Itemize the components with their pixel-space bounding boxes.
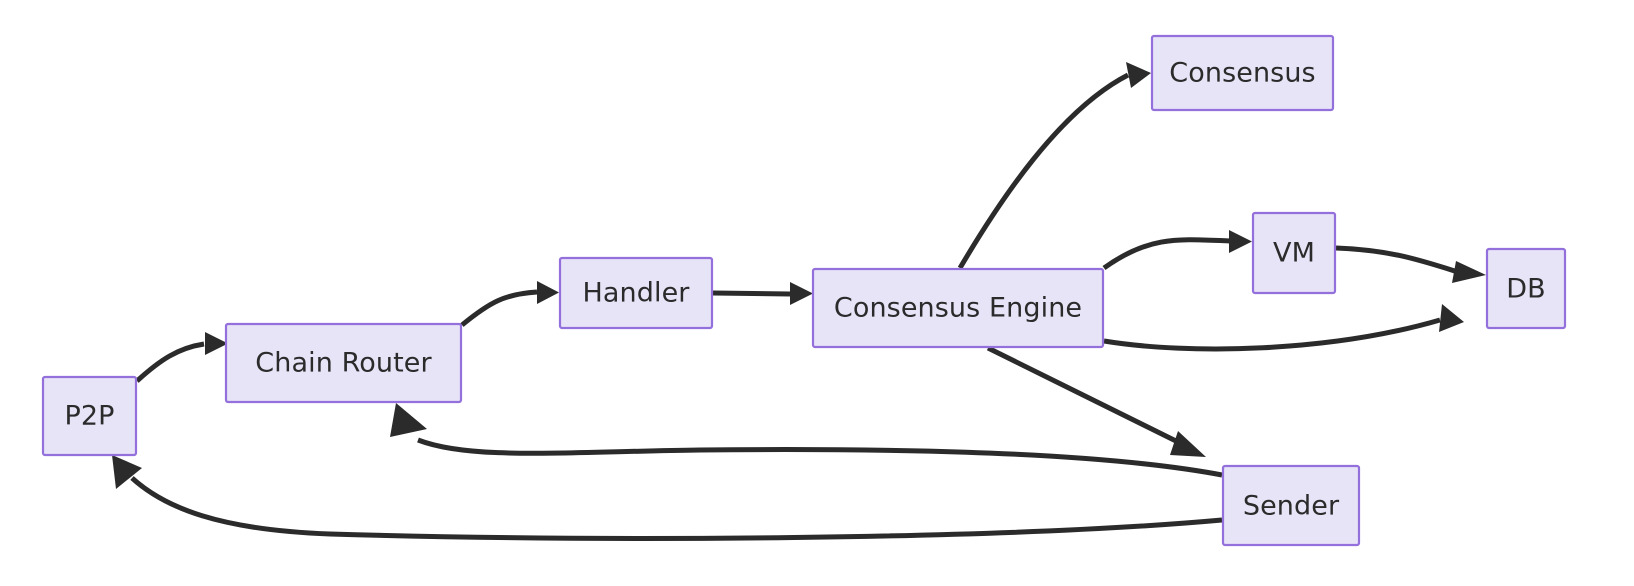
arrow-head [1229, 230, 1252, 253]
edge-path [712, 290, 791, 297]
edge-chain-router-to-handler [460, 281, 559, 327]
node-consensus-engine-box[interactable] [811, 267, 1105, 349]
node-db-box[interactable] [1485, 247, 1567, 330]
edge-path [130, 476, 1223, 541]
node-chain-router-label: Chain Router [255, 348, 432, 379]
edge-path [460, 289, 538, 327]
node-handler[interactable]: Handler [558, 256, 714, 330]
node-chain-router-box[interactable] [224, 322, 463, 404]
arrow-head [205, 332, 228, 355]
edge-path [1103, 317, 1441, 352]
arrow-head [1126, 62, 1151, 88]
edge-sender-to-chain-router [390, 403, 1223, 478]
node-consensus[interactable]: Consensus [1150, 34, 1335, 112]
node-consensus-box[interactable] [1150, 34, 1335, 112]
edge-consensus-engine-to-sender [986, 345, 1206, 457]
node-handler-label: Handler [582, 278, 690, 309]
node-vm-label: VM [1273, 238, 1315, 269]
node-sender-label: Sender [1243, 491, 1340, 522]
node-consensus-engine-label: Consensus Engine [834, 293, 1082, 324]
node-p2p[interactable]: P2P [41, 375, 138, 457]
node-sender[interactable]: Sender [1221, 464, 1361, 547]
edge-path [417, 437, 1223, 478]
edge-sender-to-p2p [112, 455, 1223, 541]
edge-layer [112, 62, 1486, 541]
arrow-head [537, 281, 559, 304]
edge-path [986, 345, 1182, 446]
edge-consensus-engine-to-db [1103, 304, 1464, 352]
edge-consensus-engine-to-vm [1102, 230, 1252, 271]
node-vm-box[interactable] [1251, 211, 1337, 295]
node-consensus-label: Consensus [1169, 58, 1315, 89]
arrow-head [1439, 304, 1464, 332]
edge-p2p-to-chain-router [135, 332, 228, 383]
node-sender-box[interactable] [1221, 464, 1361, 547]
node-layer: P2P Chain Router Handler Consensus Engin… [41, 34, 1567, 547]
edge-vm-to-db [1335, 245, 1486, 283]
arrow-head [790, 282, 813, 305]
node-db[interactable]: DB [1485, 247, 1567, 330]
arrow-head [390, 403, 427, 437]
edge-path [1102, 237, 1231, 271]
node-vm[interactable]: VM [1251, 211, 1337, 295]
arrow-head [1170, 431, 1206, 457]
edge-path [135, 341, 205, 383]
node-consensus-engine[interactable]: Consensus Engine [811, 267, 1105, 349]
edge-path [1335, 245, 1459, 275]
edge-path [957, 72, 1130, 270]
node-p2p-label: P2P [64, 401, 114, 432]
node-chain-router[interactable]: Chain Router [224, 322, 463, 404]
arrow-head [1452, 261, 1486, 283]
node-handler-box[interactable] [558, 256, 714, 330]
edge-handler-to-consensus-engine [712, 282, 813, 305]
edge-consensus-engine-to-consensus [957, 62, 1151, 270]
node-p2p-box[interactable] [41, 375, 138, 457]
arrow-head [112, 455, 142, 489]
node-db-label: DB [1506, 274, 1546, 305]
